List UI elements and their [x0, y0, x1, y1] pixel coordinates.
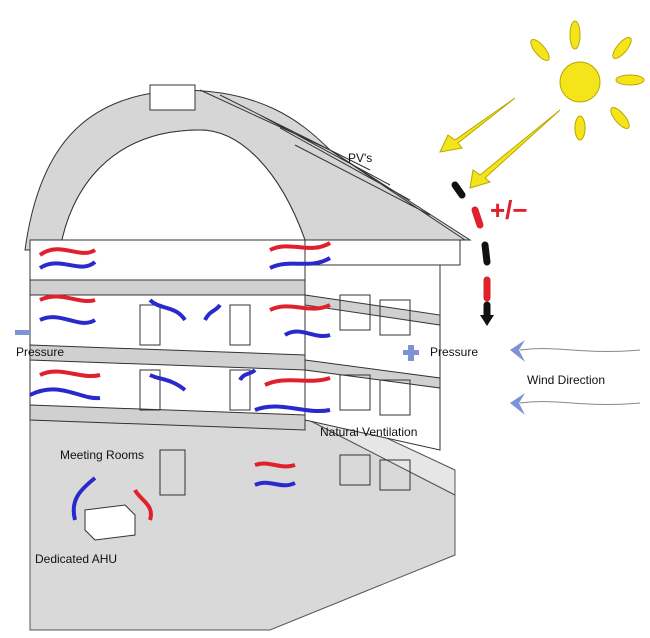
plus-minus-sign: +/−: [490, 195, 528, 225]
minus-pressure-icon: [15, 330, 30, 335]
ahu-box: [84, 504, 136, 541]
wind-direction-label: Wind Direction: [527, 373, 606, 387]
plus-pressure-icon: [403, 345, 419, 361]
pressure-right-label: Pressure: [430, 345, 479, 359]
pressure-left-label: Pressure: [16, 345, 65, 359]
pvs-label: PV's: [348, 151, 373, 165]
dedicated-ahu-label: Dedicated AHU: [35, 552, 118, 566]
wind-arrows: [510, 340, 641, 415]
meeting-rooms-label: Meeting Rooms: [60, 448, 145, 462]
airflow-arrows: [29, 241, 332, 521]
solar-pressure-arrow: [451, 181, 494, 326]
building: [24, 84, 472, 541]
sun-icon: [439, 20, 645, 189]
natural-ventilation-label: Natural Ventilation: [320, 425, 418, 439]
